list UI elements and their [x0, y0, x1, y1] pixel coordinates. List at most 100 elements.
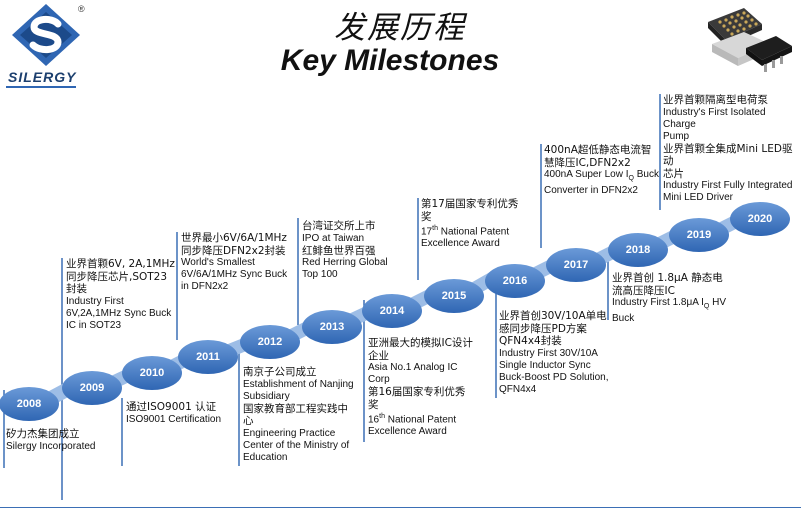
milestone-2018-cn-1: 业界首创 1.8μA 静态电	[612, 272, 723, 284]
year-label-2015: 2015	[441, 290, 467, 302]
silergy-logo: ® SILERGY	[6, 2, 86, 88]
milestone-2011-cn-1: 世界最小6V/6A/1MHz	[181, 232, 287, 244]
milestone-2019-cn-1: 业界首颗隔离型电荷泵	[663, 94, 768, 106]
milestone-2014-cn-3: 第16届国家专利优秀	[368, 386, 466, 398]
milestone-2019-en-2: Pump	[663, 130, 690, 142]
logo-underline	[6, 86, 76, 88]
year-label-2014: 2014	[379, 305, 405, 317]
milestone-2012-cn-3: 心	[243, 415, 254, 427]
milestone-2019-en-3: Industry First Fully Integrated	[663, 180, 793, 191]
milestone-2019-cn-3: 芯片	[663, 167, 684, 180]
milestone-2013-cn-1: 台湾证交所上市	[302, 220, 376, 232]
milestone-2017-en-2: Converter in DFN2x2	[544, 185, 638, 196]
milestone-2013-en-2: Red Herring Global	[302, 257, 388, 268]
year-label-2009: 2009	[79, 382, 105, 394]
year-bubble-2014	[362, 294, 422, 328]
milestone-2009-en-3: IC in SOT23	[66, 319, 122, 331]
milestone-2012-cn-2: 国家教育部工程实践中	[243, 402, 348, 415]
milestone-2016-en-3: Buck-Boost PD Solution,	[499, 371, 609, 383]
milestone-2008: 矽力杰集团成立 Silergy Incorporated	[6, 428, 96, 453]
sot-chip-image	[712, 32, 792, 72]
milestone-2018: 业界首创 1.8μA 静态电 流高压降压IC Industry First 1.…	[612, 272, 726, 325]
milestone-2011-en-1: World's Smallest	[181, 257, 255, 268]
milestone-2017: 400nA超低静态电流智 慧降压IC,DFN2x2 400nA Super Lo…	[544, 144, 659, 197]
milestone-2015: 第17届国家专利优秀 奖 17th National Patent Excell…	[421, 198, 518, 250]
milestone-2019: 业界首颗隔离型电荷泵 Industry's First Isolated Cha…	[663, 94, 801, 204]
year-bubble-2011	[178, 340, 238, 374]
page-title-cn: 发展历程	[334, 10, 466, 46]
year-label-2019: 2019	[686, 229, 712, 241]
milestone-2013: 台湾证交所上市 IPO at Taiwan 红鲱鱼世界百强 Red Herrin…	[302, 220, 388, 281]
year-label-2017: 2017	[563, 259, 589, 271]
bottom-divider	[0, 507, 801, 508]
milestone-2010-en: ISO9001 Certification	[126, 413, 222, 425]
year-bubble-2010	[122, 356, 182, 390]
milestone-2012-cn-1: 南京子公司成立	[243, 366, 317, 378]
milestone-2015-en-1: 17th National Patent	[421, 225, 510, 238]
milestone-2009-cn-3: 封装	[66, 283, 87, 295]
year-bubble-2020	[730, 202, 790, 236]
milestone-2013-cn-2: 红鲱鱼世界百强	[302, 244, 376, 257]
milestone-2010-cn: 通过ISO9001 认证	[126, 401, 217, 413]
milestone-2017-cn-1: 400nA超低静态电流智	[544, 144, 652, 156]
milestone-2008-en: Silergy Incorporated	[6, 440, 96, 452]
milestone-2019-cn-2: 业界首颗全集成Mini LED驱动	[663, 142, 793, 168]
year-bubble-2012	[240, 325, 300, 359]
milestone-2018-en-1: Industry First 1.8μA IQ HV	[612, 297, 727, 310]
milestone-2014-cn-4: 奖	[368, 398, 379, 411]
milestone-2014-en-1: Asia No.1 Analog IC	[368, 362, 458, 373]
milestone-2016: 业界首创30V/10A单电 感同步降压PD方案 QFN4x4封装 Industr…	[499, 310, 609, 396]
year-label-2013: 2013	[319, 321, 345, 333]
milestone-2016-en-2: Single Inductor Sync	[499, 359, 591, 371]
milestone-2019-en-4: Mini LED Driver	[663, 192, 734, 203]
milestone-2014: 亚洲最大的模拟IC设计 企业 Asia No.1 Analog IC Corp …	[368, 337, 473, 438]
page-title-en: Key Milestones	[280, 44, 500, 77]
milestone-2010: 通过ISO9001 认证 ISO9001 Certification	[126, 401, 221, 426]
milestone-2011-cn-2: 同步降压DFN2x2封装	[181, 244, 286, 257]
milestone-2013-en-1: IPO at Taiwan	[302, 232, 365, 244]
milestone-2016-cn-1: 业界首创30V/10A单电	[499, 310, 607, 322]
year-label-2018: 2018	[625, 244, 651, 256]
milestone-2012-en-1: Establishment of Nanjing	[243, 378, 354, 390]
year-label-2008: 2008	[16, 398, 42, 410]
milestone-2016-en-4: QFN4x4	[499, 383, 537, 395]
milestone-2011-en-2: 6V/6A/1MHz Sync Buck	[181, 269, 288, 280]
year-label-2016: 2016	[502, 275, 528, 287]
year-bubble-2013	[302, 310, 362, 344]
milestone-2012-en-4: Center of the Ministry of	[243, 439, 350, 451]
milestone-2016-cn-3: QFN4x4封装	[499, 335, 562, 347]
milestone-2014-en-3: 16th National Patent	[368, 413, 457, 426]
year-label-2011: 2011	[196, 351, 220, 363]
year-label-2020: 2020	[747, 213, 773, 225]
milestone-2016-cn-2: 感同步降压PD方案	[499, 322, 587, 335]
year-bubble-2015	[424, 279, 484, 313]
year-bubble-2017	[546, 248, 606, 282]
milestone-2012-en-2: Subsidiary	[243, 390, 290, 402]
milestone-2009-en-1: Industry First	[66, 295, 124, 307]
milestone-2014-en-4: Excellence Award	[368, 426, 447, 438]
milestone-2017-cn-2: 慧降压IC,DFN2x2	[544, 156, 631, 169]
milestone-2016-en-1: Industry First 30V/10A	[499, 347, 598, 359]
milestone-2018-cn-2: 流高压降压IC	[612, 284, 675, 297]
registered-mark: ®	[78, 4, 85, 14]
logo-s-mark-icon	[12, 4, 80, 66]
year-bubble-2008	[0, 387, 59, 421]
milestone-2019-en-1: Industry's First Isolated Charge	[663, 106, 766, 130]
milestone-2008-cn: 矽力杰集团成立	[6, 428, 80, 440]
milestone-2014-en-2: Corp	[368, 374, 390, 385]
milestone-2014-cn-1: 亚洲最大的模拟IC设计	[368, 337, 473, 349]
milestone-2013-en-3: Top 100	[302, 269, 338, 280]
milestone-2017-en-1: 400nA Super Low IQ Buck	[544, 169, 659, 182]
milestone-2015-en-2: Excellence Award	[421, 238, 500, 250]
milestone-2011-en-3: in DFN2x2	[181, 281, 229, 292]
logo-wordmark: SILERGY	[8, 69, 77, 85]
milestone-2015-cn-1: 第17届国家专利优秀	[421, 198, 519, 210]
year-bubble-2016	[485, 264, 545, 298]
milestone-2018-en-2: Buck	[612, 313, 635, 324]
year-bubble-2009	[62, 371, 122, 405]
milestone-2009-en-2: 6V,2A,1MHz Sync Buck	[66, 307, 172, 319]
year-bubble-2018	[608, 233, 668, 267]
milestone-2015-cn-2: 奖	[421, 210, 432, 223]
milestone-2014-cn-2: 企业	[368, 349, 389, 362]
